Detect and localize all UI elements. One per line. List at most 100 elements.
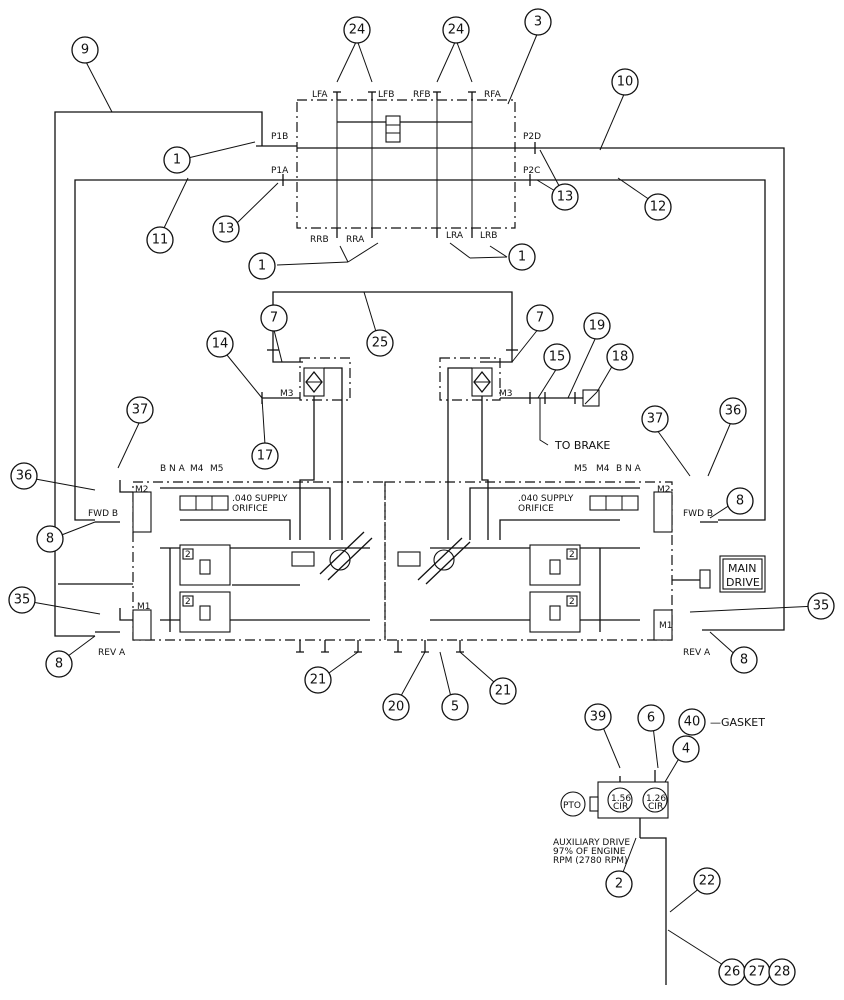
balloon-37-right: 37 — [641, 405, 669, 433]
box2-right-a: 2 — [569, 550, 575, 560]
balloon-24-left: 24 — [343, 16, 371, 44]
balloon-5: 5 — [441, 693, 469, 721]
balloon-36-right: 36 — [719, 397, 747, 425]
balloon-37-left: 37 — [126, 396, 154, 424]
port-m4-left: M4 — [190, 464, 204, 474]
bna-right: B N A — [616, 464, 642, 474]
balloon-1-rear-left: 1 — [248, 252, 276, 280]
svg-text:4: 4 — [682, 742, 690, 757]
fittings-mid: TO BRAKE — [261, 389, 610, 452]
svg-text:37: 37 — [132, 403, 149, 418]
fwd-b-right: FWD B — [683, 509, 713, 519]
box2-left-b: 2 — [185, 597, 191, 607]
aux-note-3: RPM (2780 RPM) — [553, 856, 628, 866]
motor-ports: FWD B REV A FWD B REV A — [88, 509, 720, 658]
main-drive: MAIN DRIVE — [699, 555, 766, 593]
svg-text:11: 11 — [152, 233, 169, 248]
balloon-8-fwd-right: 8 — [726, 487, 754, 515]
svg-text:8: 8 — [55, 657, 63, 672]
svg-text:21: 21 — [495, 684, 512, 699]
svg-text:37: 37 — [647, 412, 664, 427]
port-m3-right: M3 — [499, 389, 513, 399]
svg-text:12: 12 — [650, 200, 667, 215]
balloon-11: 11 — [146, 226, 174, 254]
balloon-1-p1b: 1 — [163, 146, 191, 174]
svg-text:14: 14 — [212, 337, 229, 352]
svg-text:24: 24 — [349, 23, 366, 38]
balloon-2: 2 — [605, 870, 633, 898]
svg-text:24: 24 — [448, 23, 465, 38]
svg-text:40: 40 — [684, 715, 701, 730]
balloon-35-right: 35 — [807, 592, 835, 620]
box2-left-a: 2 — [185, 550, 191, 560]
svg-text:10: 10 — [617, 75, 634, 90]
main-drive-label-2: DRIVE — [726, 576, 760, 589]
balloon-3: 3 — [524, 8, 552, 36]
balloon-7-left: 7 — [260, 304, 288, 332]
svg-text:35: 35 — [813, 599, 830, 614]
pump-right-cir: CIR — [648, 802, 663, 812]
svg-text:6: 6 — [647, 711, 655, 726]
port-m3-left: M3 — [280, 389, 294, 399]
svg-text:8: 8 — [740, 653, 748, 668]
valve-block: LFA LFB RFB RFA P1B P1A P2D P2C RRB RRA … — [256, 90, 541, 245]
balloon-7-right: 7 — [526, 304, 554, 332]
port-lfb: LFB — [378, 90, 394, 100]
port-rfb: RFB — [413, 90, 431, 100]
svg-text:36: 36 — [16, 469, 33, 484]
svg-text:1: 1 — [518, 250, 526, 265]
balloon-17: 17 — [251, 442, 279, 470]
supply-orifice-right-1: .040 SUPPLY — [518, 494, 574, 504]
pump-left-cir: CIR — [613, 802, 628, 812]
svg-text:26: 26 — [724, 965, 741, 980]
port-m5-right: M5 — [574, 464, 588, 474]
balloon-36-left: 36 — [10, 462, 38, 490]
box2-right-b: 2 — [569, 597, 575, 607]
svg-text:35: 35 — [14, 593, 31, 608]
pump-right-cap: 1.26 — [646, 794, 666, 804]
main-drive-label-1: MAIN — [728, 562, 757, 575]
supply-orifice-left-2: ORIFICE — [232, 504, 268, 514]
balloon-10: 10 — [611, 68, 639, 96]
port-m1-left: M1 — [137, 602, 151, 612]
aux-note-1: AUXILIARY DRIVE — [553, 838, 630, 848]
svg-text:1: 1 — [258, 259, 266, 274]
aux-pump: 1.56 CIR 1.26 CIR PTO AUXILIARY DRIVE 97… — [553, 716, 765, 866]
balloon-9: 9 — [71, 36, 99, 64]
balloon-19: 19 — [583, 312, 611, 340]
balloon-8-rev-right: 8 — [730, 646, 758, 674]
balloon-8-rev-left: 8 — [45, 650, 73, 678]
balloon-21-right: 21 — [489, 677, 517, 705]
svg-text:1: 1 — [173, 153, 181, 168]
port-m1-right: M1 — [659, 621, 673, 631]
svg-text:22: 22 — [699, 874, 716, 889]
balloon-6: 6 — [637, 704, 665, 732]
svg-text:13: 13 — [557, 190, 574, 205]
supply-orifice-right-2: ORIFICE — [518, 504, 554, 514]
hose-lines — [54, 111, 785, 985]
balloon-13-left: 13 — [212, 215, 240, 243]
svg-text:19: 19 — [589, 319, 606, 334]
svg-text:9: 9 — [81, 43, 89, 58]
svg-text:25: 25 — [372, 336, 389, 351]
svg-text:39: 39 — [590, 710, 607, 725]
to-brake-note: TO BRAKE — [554, 439, 610, 452]
balloon-25: 25 — [366, 329, 394, 357]
port-lrb: LRB — [480, 231, 497, 241]
balloon-39: 39 — [584, 703, 612, 731]
svg-text:8: 8 — [736, 494, 744, 509]
balloon-22: 22 — [693, 867, 721, 895]
balloon-35-left: 35 — [8, 586, 36, 614]
rev-a-left: REV A — [98, 648, 126, 658]
svg-text:18: 18 — [612, 350, 629, 365]
fwd-b-left: FWD B — [88, 509, 118, 519]
supply-orifice-left-1: .040 SUPPLY — [232, 494, 288, 504]
svg-text:17: 17 — [257, 449, 274, 464]
port-p2d: P2D — [523, 132, 541, 142]
balloon-14: 14 — [206, 330, 234, 358]
pto-label: PTO — [563, 801, 581, 811]
port-m4-right: M4 — [596, 464, 610, 474]
balloon-18: 18 — [606, 343, 634, 371]
balloon-8-fwd-left: 8 — [36, 525, 64, 553]
